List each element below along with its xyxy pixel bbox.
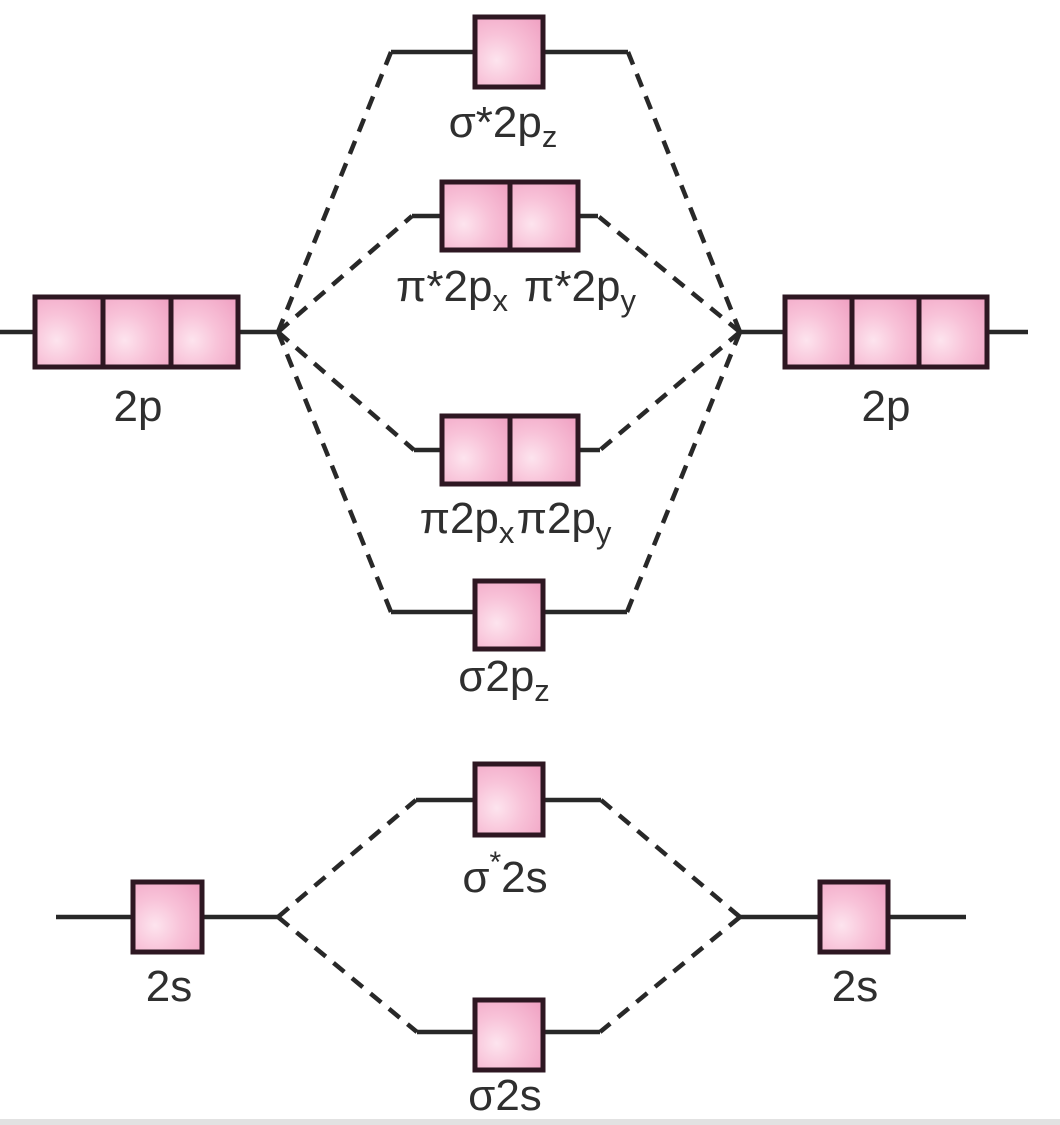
sigma-2pz-label: σ2pz	[458, 652, 550, 708]
sigma-star-2pz-label-main: σ*2p	[449, 98, 542, 147]
sigma-2pz-label-main: σ2p	[458, 652, 534, 701]
s-section-group: σ*2s 2s 2s σ2s	[56, 761, 966, 1120]
pi-star-2py-label-main: π*2p	[524, 262, 620, 311]
pi-2px-label-sub: x	[499, 515, 515, 550]
correlation-line-left-to-sigma-2s	[276, 915, 419, 1034]
correlation-line-left-to-sigma-star-2pz	[275, 51, 394, 333]
correlation-line-right-to-sigma-star-2s	[599, 798, 742, 919]
atomic-2p-right-orbital-box-3	[916, 294, 990, 370]
pi-star-2px-label-sub: x	[492, 283, 508, 318]
atomic-2p-right-orbital-box-2	[849, 294, 922, 370]
atomic-2p-left-label: 2p	[114, 382, 163, 431]
sigma-star-2s-label-sup: *	[489, 846, 501, 879]
atomic-2p-right-label: 2p	[862, 382, 911, 431]
sigma-star-2s-label-sigma: σ	[462, 853, 489, 902]
pi-2px-orbital-box	[439, 413, 513, 487]
atomic-2p-left-orbital-box-3	[168, 294, 241, 370]
sigma-star-2pz-orbital-box	[472, 14, 546, 90]
pi-2py-label-main: π2p	[517, 494, 596, 543]
pi-2px-label: π2px	[420, 494, 515, 550]
sigma-star-2s-label: σ*2s	[462, 846, 547, 902]
pi-2py-label: π2py	[517, 494, 612, 550]
sigma-star-2pz-label-sub: z	[542, 119, 558, 154]
correlation-line-right-to-sigma-star-2pz	[625, 51, 743, 333]
p-section-group: σ*2pz π*2px π*2py 2p 2p π2px π2py σ2pz	[0, 14, 1028, 708]
sigma-star-2s-label-rest: 2s	[501, 853, 547, 902]
atomic-2p-left-orbital-box-1	[32, 294, 106, 370]
correlation-line-left-to-sigma-star-2s	[276, 798, 418, 919]
correlation-line-right-to-sigma-2pz	[624, 331, 743, 613]
pi-star-2px-orbital-box	[439, 179, 513, 253]
pi-star-2py-orbital-box	[507, 179, 581, 253]
sigma-2pz-label-sub: z	[534, 673, 550, 708]
sigma-2s-label: σ2s	[468, 1071, 542, 1120]
sigma-star-2s-orbital-box	[472, 761, 546, 838]
pi-2px-label-main: π2p	[420, 494, 499, 543]
pi-2py-orbital-box	[507, 413, 581, 487]
pi-2py-label-sub: y	[596, 515, 612, 550]
correlation-line-left-to-pi-2p	[276, 330, 416, 452]
atomic-2s-right-orbital-box	[817, 879, 891, 955]
correlation-line-left-to-pi-star-2p	[276, 214, 414, 334]
atomic-2p-right-orbital-box-1	[782, 294, 855, 370]
sigma-star-2pz-label: σ*2pz	[449, 98, 558, 154]
pi-star-2py-label: π*2py	[524, 262, 636, 318]
pi-star-2py-label-sub: y	[620, 283, 636, 318]
pi-star-2px-label-main: π*2p	[396, 262, 492, 311]
atomic-2p-left-orbital-box-2	[100, 294, 174, 370]
atomic-2s-right-label: 2s	[832, 962, 878, 1011]
correlation-line-right-to-pi-star-2p	[596, 214, 742, 334]
bottom-edge-strip	[0, 1119, 1060, 1125]
sigma-2s-orbital-box	[472, 997, 546, 1073]
pi-star-2px-label: π*2px	[396, 262, 508, 318]
correlation-line-right-to-pi-2p	[598, 330, 742, 452]
correlation-line-left-to-sigma-2pz	[275, 331, 394, 613]
atomic-2s-left-orbital-box	[130, 879, 205, 955]
sigma-2pz-orbital-box	[472, 578, 546, 652]
atomic-2s-left-label: 2s	[146, 962, 192, 1011]
correlation-line-right-to-sigma-2s	[598, 915, 742, 1034]
